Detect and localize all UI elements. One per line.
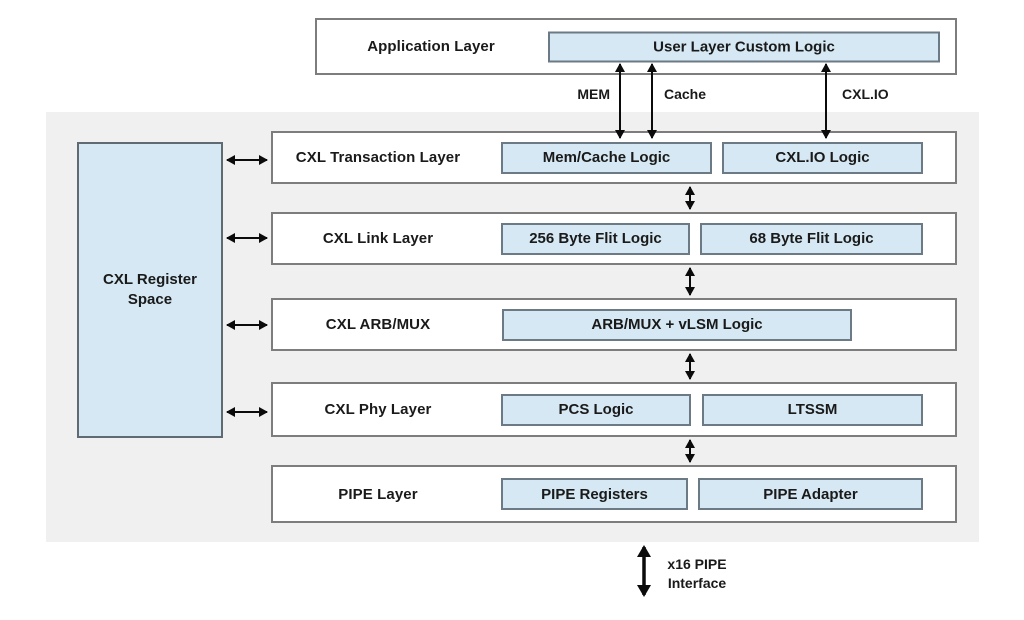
cxl-register-space-label-line1: CXL Register: [103, 271, 197, 288]
flit-68-logic-block: 68 Byte Flit Logic: [700, 222, 923, 255]
mem-cache-logic-block: Mem/Cache Logic: [501, 141, 712, 174]
pipe-layer-row: PIPE Layer PIPE Registers PIPE Adapter: [271, 465, 957, 523]
application-layer-label: Application Layer: [367, 38, 495, 55]
x16-pipe-interface-label-line2: Interface: [667, 575, 727, 591]
cxl-link-layer-label: CXL Link Layer: [322, 230, 434, 247]
cxl-link-layer-row: CXL Link Layer 256 Byte Flit Logic 68 By…: [271, 212, 957, 265]
application-layer-box: Application Layer User Layer Custom Logi…: [315, 18, 957, 75]
x16-pipe-interface-label: x16 PIPE Interface: [655, 555, 739, 593]
cxl-transaction-layer-label: CXL Transaction Layer: [295, 149, 461, 166]
flit-256-logic-block: 256 Byte Flit Logic: [501, 222, 690, 255]
mem-channel-label: MEM: [577, 86, 610, 102]
cxl-register-space-label-line2: Space: [127, 291, 173, 308]
pcs-logic-block: PCS Logic: [501, 393, 691, 426]
cxl-arb-mux-label: CXL ARB/MUX: [325, 316, 431, 333]
pipe-adapter-block: PIPE Adapter: [698, 478, 923, 510]
x16-pipe-interface-label-line1: x16 PIPE: [667, 556, 727, 572]
cxl-io-logic-block: CXL.IO Logic: [722, 141, 923, 174]
pipe-registers-block: PIPE Registers: [501, 478, 688, 510]
arb-mux-vlsm-logic-block: ARB/MUX + vLSM Logic: [502, 308, 852, 341]
pipe-layer-label: PIPE Layer: [338, 485, 418, 503]
cxl-io-channel-label: CXL.IO: [842, 86, 889, 102]
cache-channel-label: Cache: [664, 86, 707, 102]
ltssm-block: LTSSM: [702, 393, 923, 426]
cxl-register-space-block: CXL Register Space: [77, 142, 223, 438]
cxl-arb-mux-row: CXL ARB/MUX ARB/MUX + vLSM Logic: [271, 298, 957, 351]
user-layer-custom-logic-block: User Layer Custom Logic: [548, 31, 940, 62]
cxl-phy-layer-row: CXL Phy Layer PCS Logic LTSSM: [271, 382, 957, 437]
cxl-transaction-layer-row: CXL Transaction Layer Mem/Cache Logic CX…: [271, 131, 957, 184]
cxl-phy-layer-label: CXL Phy Layer: [324, 401, 432, 418]
